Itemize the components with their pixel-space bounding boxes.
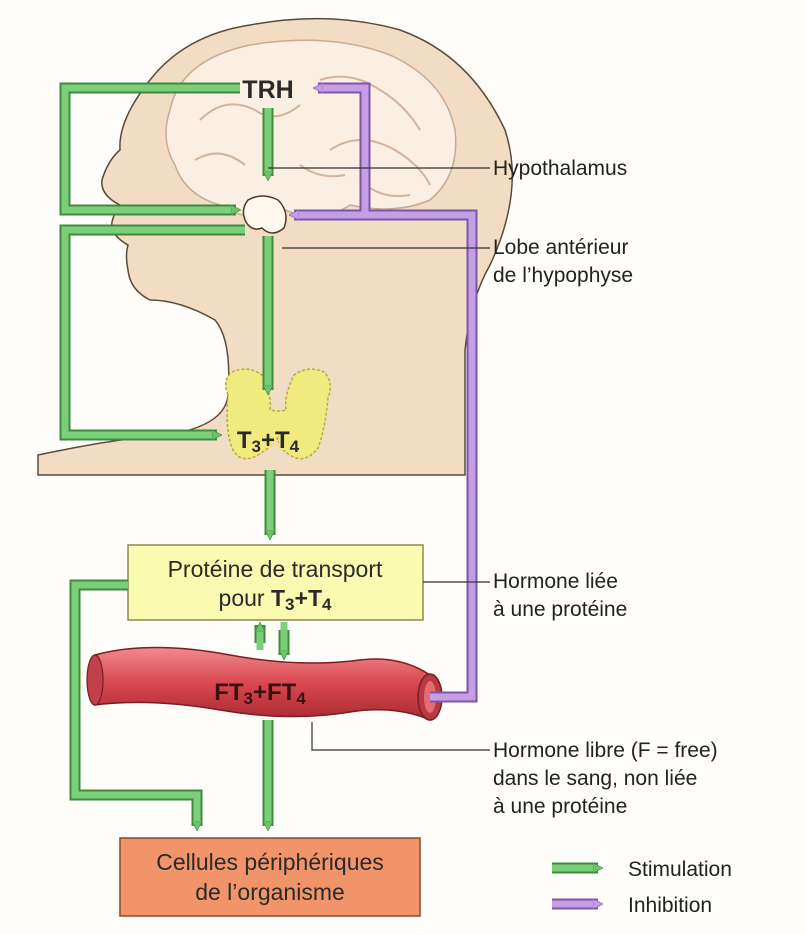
brain-illustration: [166, 40, 456, 216]
free-hormone-desc-line2: dans le sang, non liée: [493, 767, 697, 790]
t3t4-plus: +: [261, 427, 275, 454]
legend-inhibition-label: Inhibition: [628, 894, 712, 917]
legend: Stimulation Inhibition: [552, 858, 732, 917]
ft4-ft: FT: [267, 679, 297, 706]
transport-t4-sub: 4: [322, 595, 332, 614]
t3-sub: 3: [252, 437, 261, 456]
free-hormone-desc-line3: à une protéine: [493, 795, 627, 818]
bound-hormone-line2: à une protéine: [493, 598, 627, 621]
ft3-ft: FT: [214, 679, 244, 706]
pituitary-label-line1: Lobe antérieur: [493, 236, 628, 259]
ft4-sub: 4: [296, 689, 306, 708]
free-hormone-desc-line1: Hormone libre (F = free): [493, 739, 718, 762]
hypothalamus-label: Hypothalamus: [493, 157, 627, 180]
transport-plus: +: [295, 585, 308, 611]
transport-t3-t: T: [271, 585, 285, 611]
transport-t4-t: T: [308, 585, 322, 611]
transport-protein-line2: pour T3+T4: [219, 585, 332, 614]
t4-sub: 4: [290, 437, 300, 456]
t3-t: T: [237, 427, 252, 454]
t4-t: T: [275, 427, 290, 454]
ft3-sub: 3: [244, 689, 253, 708]
legend-stimulation-label: Stimulation: [628, 858, 732, 881]
pituitary-gland: [243, 196, 286, 233]
transport-pour: pour: [219, 585, 271, 611]
peripheral-cells-line2: de l’organisme: [195, 879, 345, 905]
ft-plus: +: [253, 679, 267, 706]
trh-label: TRH: [242, 76, 293, 104]
pituitary-label-line2: de l’hypophyse: [493, 264, 633, 287]
peripheral-cells-line1: Cellules périphériques: [156, 849, 384, 875]
free-hormone-label: FT3+FT4: [214, 679, 306, 708]
transport-protein-line1: Protéine de transport: [168, 556, 383, 582]
bound-hormone-line1: Hormone liée: [493, 570, 618, 593]
transport-t3-sub: 3: [285, 595, 294, 614]
